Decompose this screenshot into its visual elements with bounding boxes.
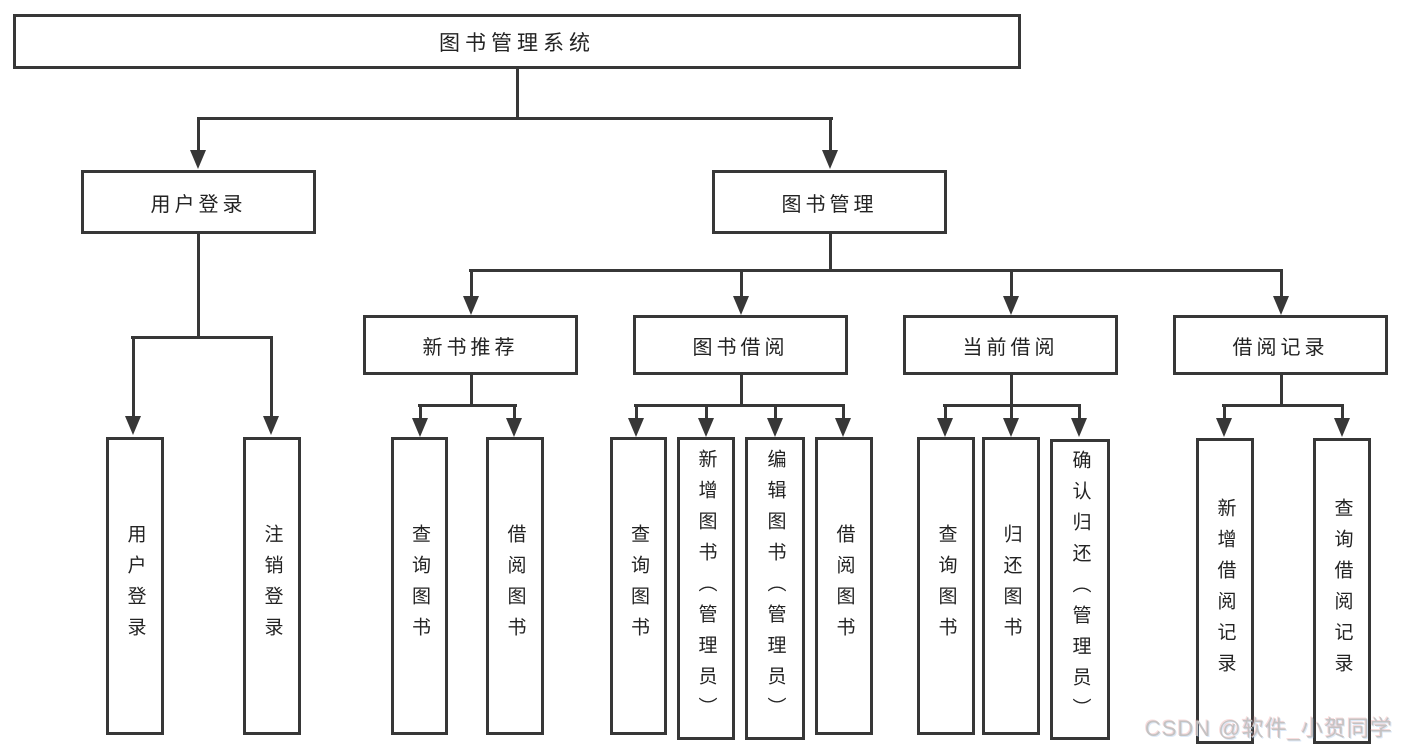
node-label: 当前借阅	[962, 336, 1059, 359]
connector-current-borrow-stem	[1010, 374, 1013, 407]
node-user-login: 用户登录	[81, 170, 316, 234]
leaf-label: 新增图书（管理员）	[695, 449, 717, 728]
node-label: 图书借阅	[692, 336, 789, 359]
node-current-borrowing: 当前借阅	[903, 315, 1118, 375]
leaf-label: 查询图书	[935, 524, 957, 648]
arrow-to-book-borrow	[733, 269, 750, 315]
connector-level2-rail	[197, 117, 833, 120]
arrow-to-leaf-user-login	[125, 336, 142, 435]
leaf-label: 编辑图书（管理员）	[764, 449, 786, 728]
leaf-label: 用户登录	[124, 524, 146, 648]
leaf-label: 新增借阅记录	[1214, 498, 1236, 684]
arrow-to-edit-book	[767, 404, 784, 437]
leaf-confirm-return-admin: 确认归还（管理员）	[1050, 439, 1110, 740]
connector-user-login-rail	[131, 336, 273, 339]
leaf-borrow-book-2: 借阅图书	[815, 437, 873, 735]
leaf-logout: 注销登录	[243, 437, 301, 735]
leaf-label: 归还图书	[1000, 524, 1022, 648]
csdn-watermark: CSDN @软件_小贺同学	[1144, 716, 1393, 741]
leaf-add-borrow-record: 新增借阅记录	[1196, 438, 1254, 744]
node-label: 新书推荐	[422, 336, 519, 359]
node-book-management: 图书管理	[712, 170, 947, 234]
arrow-to-book-management	[822, 118, 839, 169]
arrow-to-query-book-3	[937, 404, 954, 437]
leaf-label: 查询借阅记录	[1331, 498, 1353, 684]
leaf-query-borrow-record: 查询借阅记录	[1313, 438, 1371, 744]
arrow-to-new-book-rec	[463, 269, 480, 315]
arrow-to-query-book-1	[412, 404, 429, 437]
arrow-to-borrow-records	[1273, 269, 1290, 315]
connector-book-mgmt-stem	[829, 232, 832, 272]
node-label: 用户登录	[150, 193, 247, 216]
node-book-borrowing: 图书借阅	[633, 315, 848, 375]
leaf-label: 查询图书	[409, 524, 430, 648]
leaf-label: 查询图书	[628, 524, 649, 648]
leaf-user-login: 用户登录	[106, 437, 164, 735]
arrow-to-return-book	[1003, 404, 1020, 437]
arrow-to-leaf-logout	[263, 336, 280, 435]
leaf-label: 借阅图书	[504, 524, 526, 648]
connector-book-borrow-stem	[740, 374, 743, 407]
connector-new-rec-rail	[418, 404, 517, 407]
node-label: 图书管理	[781, 193, 878, 216]
node-new-book-recommendation: 新书推荐	[363, 315, 578, 375]
leaf-label: 借阅图书	[833, 524, 855, 648]
connector-book-borrow-rail	[634, 404, 845, 407]
node-label: 借阅记录	[1232, 336, 1329, 359]
connector-borrow-records-rail	[1222, 404, 1344, 407]
connector-level3-rail	[469, 269, 1283, 272]
arrow-to-current-borrow	[1003, 269, 1020, 315]
arrow-to-borrow-book-1	[506, 404, 523, 437]
leaf-label: 注销登录	[261, 524, 283, 648]
connector-new-rec-stem	[470, 374, 473, 407]
node-library-management-system: 图书管理系统	[13, 14, 1021, 69]
leaf-add-book-admin: 新增图书（管理员）	[677, 437, 735, 740]
node-borrowing-records: 借阅记录	[1173, 315, 1388, 375]
connector-user-login-stem	[197, 232, 200, 338]
arrow-to-confirm-return	[1071, 404, 1088, 437]
arrow-to-user-login	[190, 118, 207, 169]
arrow-to-query-book-2	[628, 404, 645, 437]
leaf-label: 确认归还（管理员）	[1069, 450, 1091, 729]
leaf-query-book-1: 查询图书	[391, 437, 448, 735]
leaf-query-book-2: 查询图书	[610, 437, 667, 735]
arrow-to-query-record	[1334, 404, 1351, 437]
leaf-edit-book-admin: 编辑图书（管理员）	[745, 437, 805, 740]
connector-borrow-records-stem	[1280, 374, 1283, 407]
connector-root-stem	[516, 68, 519, 120]
arrow-to-borrow-book-2	[835, 404, 852, 437]
arrow-to-add-book	[698, 404, 715, 437]
arrow-to-add-record	[1216, 404, 1233, 437]
leaf-query-book-3: 查询图书	[917, 437, 975, 735]
leaf-return-book: 归还图书	[982, 437, 1040, 735]
node-label: 图书管理系统	[439, 31, 595, 55]
leaf-borrow-book-1: 借阅图书	[486, 437, 544, 735]
